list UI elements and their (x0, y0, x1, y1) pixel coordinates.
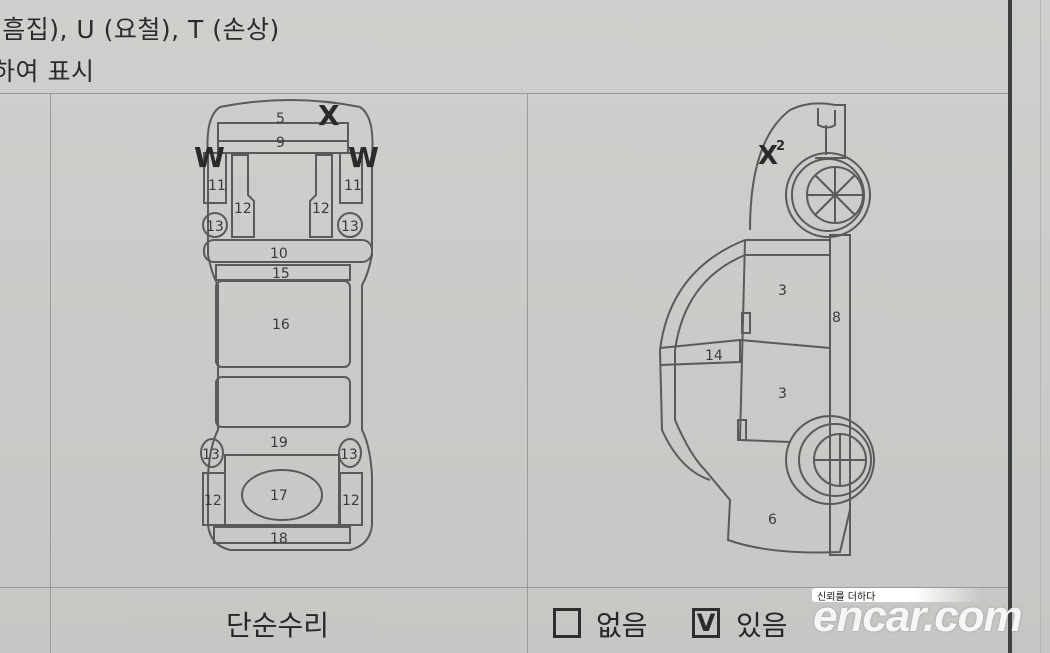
damage-mark-w-right: W (348, 141, 379, 174)
table-row-divider (0, 587, 1010, 588)
table-outer-border (1008, 0, 1012, 653)
svg-text:18: 18 (270, 531, 288, 547)
svg-text:13: 13 (202, 447, 220, 463)
svg-text:10: 10 (270, 246, 288, 262)
legend-line-2: 하여 표시 (0, 57, 95, 86)
table-col-divider-2 (527, 93, 528, 653)
checkbox-yes[interactable]: V (692, 608, 720, 638)
svg-text:12: 12 (234, 201, 252, 217)
table-top-border (0, 93, 1010, 94)
watermark-logo: encar.com (813, 592, 1023, 641)
car-top-view-diagram: 5 9 11 11 12 12 13 13 10 15 16 19 13 13 … (194, 99, 379, 551)
svg-text:17: 17 (270, 488, 288, 504)
svg-text:11: 11 (344, 178, 362, 194)
checkbox-none-label: 없음 (596, 609, 648, 642)
svg-text:15: 15 (272, 266, 290, 282)
svg-text:3: 3 (778, 386, 787, 402)
svg-text:14: 14 (705, 348, 723, 364)
checkbox-none[interactable] (553, 608, 581, 638)
svg-text:12: 12 (342, 493, 360, 509)
svg-text:8: 8 (832, 310, 841, 326)
svg-text:11: 11 (208, 178, 226, 194)
svg-text:19: 19 (270, 435, 288, 451)
svg-text:12: 12 (204, 493, 222, 509)
svg-text:13: 13 (340, 447, 358, 463)
svg-text:16: 16 (272, 317, 290, 333)
svg-text:13: 13 (341, 219, 359, 235)
watermark-tagline-band (812, 588, 982, 602)
part-9: 9 (276, 135, 285, 151)
table-col-divider-1 (50, 93, 51, 653)
svg-text:13: 13 (206, 219, 224, 235)
svg-text:6: 6 (768, 512, 777, 528)
svg-text:12: 12 (312, 201, 330, 217)
checkbox-yes-label: 있음 (736, 609, 788, 642)
paper-edge-line (1040, 0, 1041, 653)
part-5: 5 (276, 111, 285, 127)
damage-mark-x2: X (758, 141, 778, 171)
damage-mark-x: X (318, 99, 340, 132)
car-side-view-diagram: 3 8 14 3 6 X 2 (658, 102, 875, 556)
legend-line-1: (흠집), U (요철), T (손상) (0, 15, 280, 44)
svg-text:3: 3 (778, 283, 787, 299)
repair-row-label: 단순수리 (226, 609, 330, 642)
watermark-tagline: 신뢰를 더하다 (817, 592, 876, 603)
damage-mark-w-left: W (194, 141, 225, 174)
svg-text:2: 2 (776, 139, 785, 154)
